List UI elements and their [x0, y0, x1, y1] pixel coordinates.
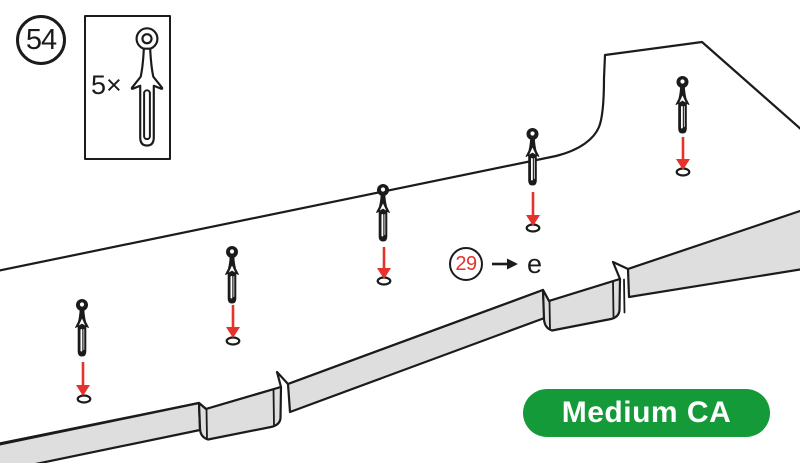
insert-arrow-icon [76, 362, 90, 396]
step-number: 54 [25, 23, 57, 56]
callout-number: 29 [455, 252, 477, 275]
big-pin-icon [130, 27, 164, 147]
front-edge-right [626, 209, 800, 299]
hole-icon [225, 336, 241, 346]
insert-arrow-icon [526, 192, 540, 226]
insert-arrow-icon [676, 137, 690, 170]
edge-tab-left [197, 385, 283, 441]
insert-arrows [76, 137, 690, 396]
size-badge-label: Medium CA [561, 396, 732, 429]
hole-icon [76, 394, 92, 404]
step-number-circle: 54 [16, 15, 66, 65]
callout: 29 e [449, 247, 542, 281]
insert-arrow-icon [226, 305, 240, 338]
parts-quantity: 5× [91, 70, 122, 100]
callout-circle: 29 [449, 247, 483, 281]
edge-detail-lines [205, 278, 626, 439]
parts-box: 5× [84, 15, 171, 160]
board-panel [0, 40, 800, 463]
size-badge: Medium CA [523, 389, 770, 437]
insert-arrow-icon [377, 247, 391, 279]
callout-target-label: e [527, 249, 543, 279]
callout-arrow-icon [492, 258, 518, 270]
edge-tab-right [541, 277, 622, 332]
